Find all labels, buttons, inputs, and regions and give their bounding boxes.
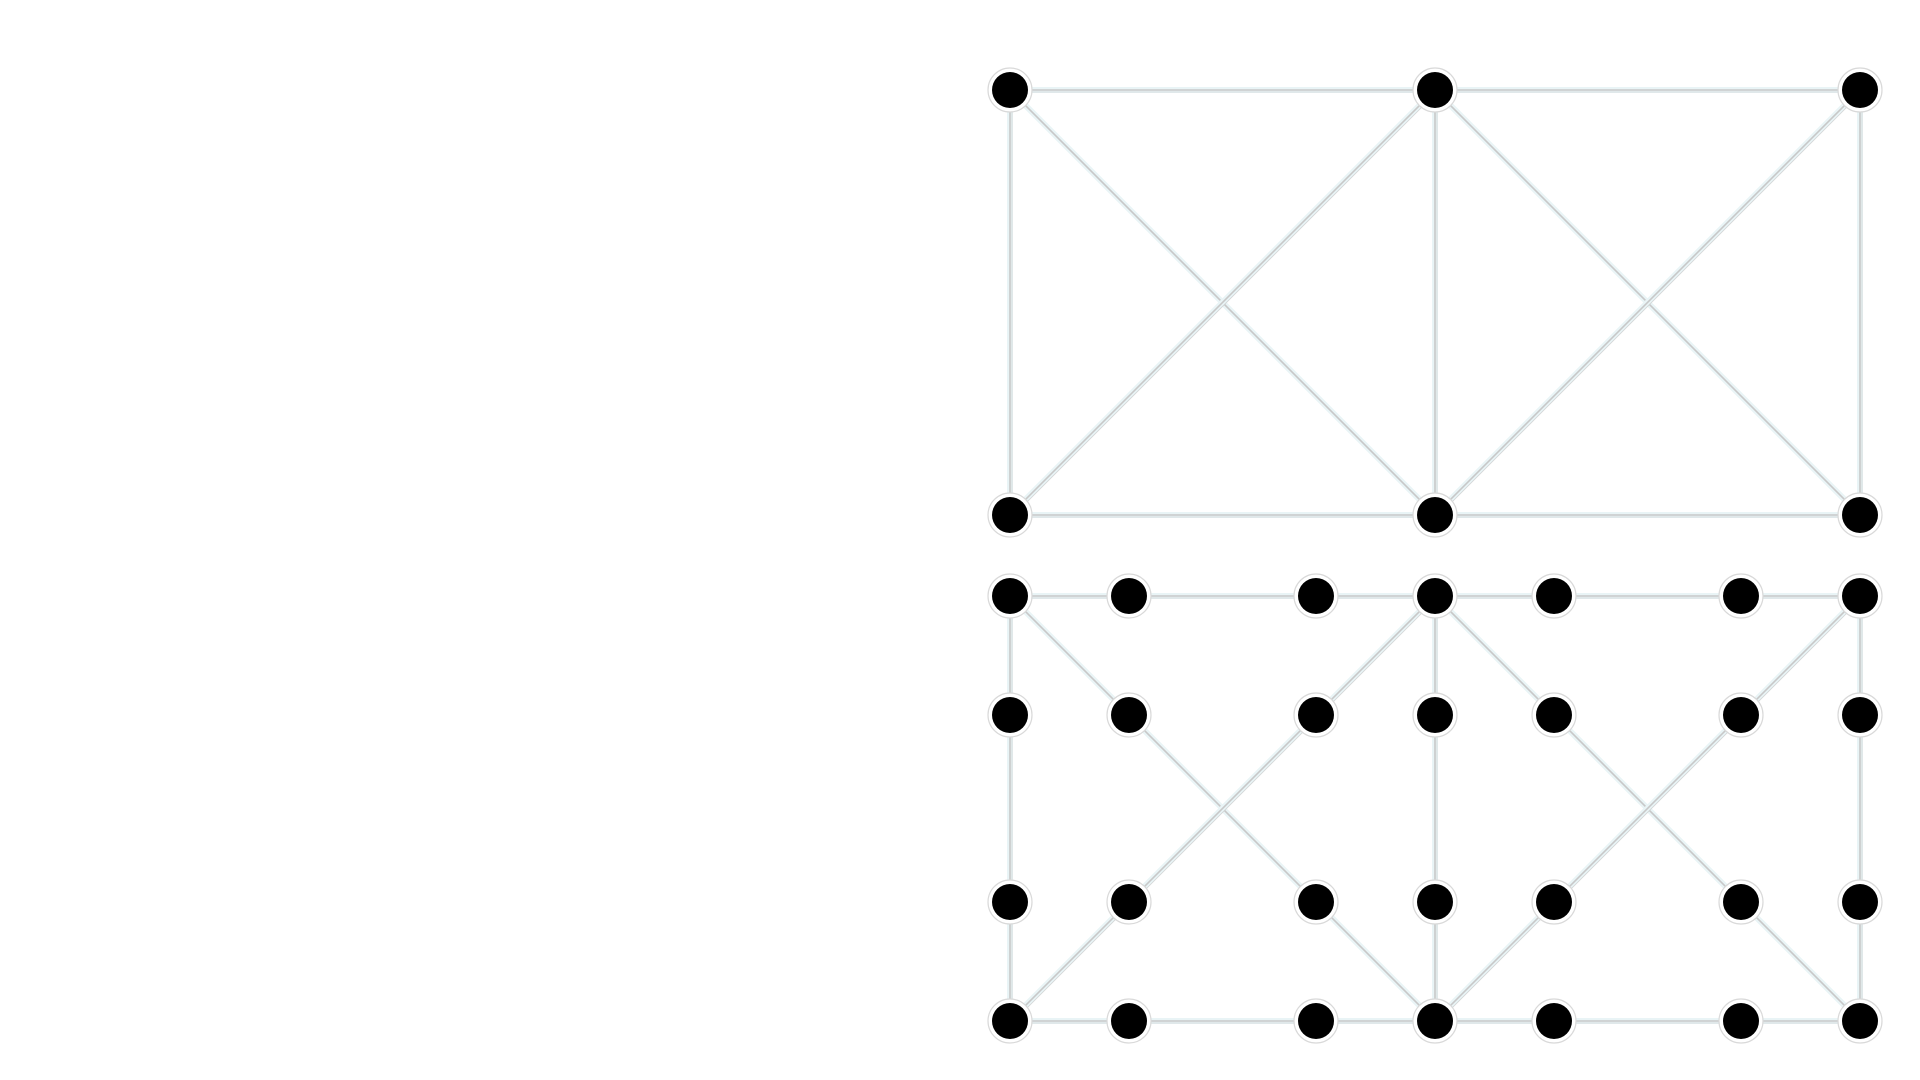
bottom-graph-edges [1007,593,1863,1024]
node-b [1417,72,1453,108]
node-r2c2 [1298,884,1334,920]
node-r1c1 [1111,697,1147,733]
node-r3c5 [1723,1003,1759,1039]
node-r2c3 [1417,884,1453,920]
node-r1c0 [992,697,1028,733]
edge-shadow [1011,91,1438,518]
edge-r0c3-r3c0 [1009,595,1436,1022]
node-r3c6 [1842,1003,1878,1039]
node-r0c5 [1723,578,1759,614]
node-r2c5 [1723,884,1759,920]
edge-shadow [1436,597,1863,1024]
node-a [992,72,1028,108]
node-r0c0 [992,578,1028,614]
node-r0c2 [1298,578,1334,614]
node-r1c3 [1417,697,1453,733]
top-graph-nodes [987,67,1883,538]
node-r3c2 [1298,1003,1334,1039]
node-r3c0 [992,1003,1028,1039]
node-r1c2 [1298,697,1334,733]
node-r2c1 [1111,884,1147,920]
node-r3c4 [1536,1003,1572,1039]
node-r3c1 [1111,1003,1147,1039]
node-r2c0 [992,884,1028,920]
edge-shadow [1436,91,1863,518]
node-r0c6 [1842,578,1878,614]
node-d [992,497,1028,533]
edge-b-d [1009,89,1436,516]
node-r3c3 [1417,1003,1453,1039]
node-r1c4 [1536,697,1572,733]
edge-shadow [1011,597,1438,1024]
node-e [1417,497,1453,533]
top-graph-edges [1007,87,1863,518]
bottom-graph [987,573,1883,1044]
node-r0c3 [1417,578,1453,614]
edge-r0c6-r3c3 [1434,595,1861,1022]
node-r1c6 [1842,697,1878,733]
node-r2c4 [1536,884,1572,920]
edge-c-e [1434,89,1861,516]
node-c [1842,72,1878,108]
node-f [1842,497,1878,533]
node-r0c1 [1111,578,1147,614]
node-r2c6 [1842,884,1878,920]
node-r1c5 [1723,697,1759,733]
bottom-graph-nodes [987,573,1883,1044]
node-r0c4 [1536,578,1572,614]
top-graph [987,67,1883,538]
